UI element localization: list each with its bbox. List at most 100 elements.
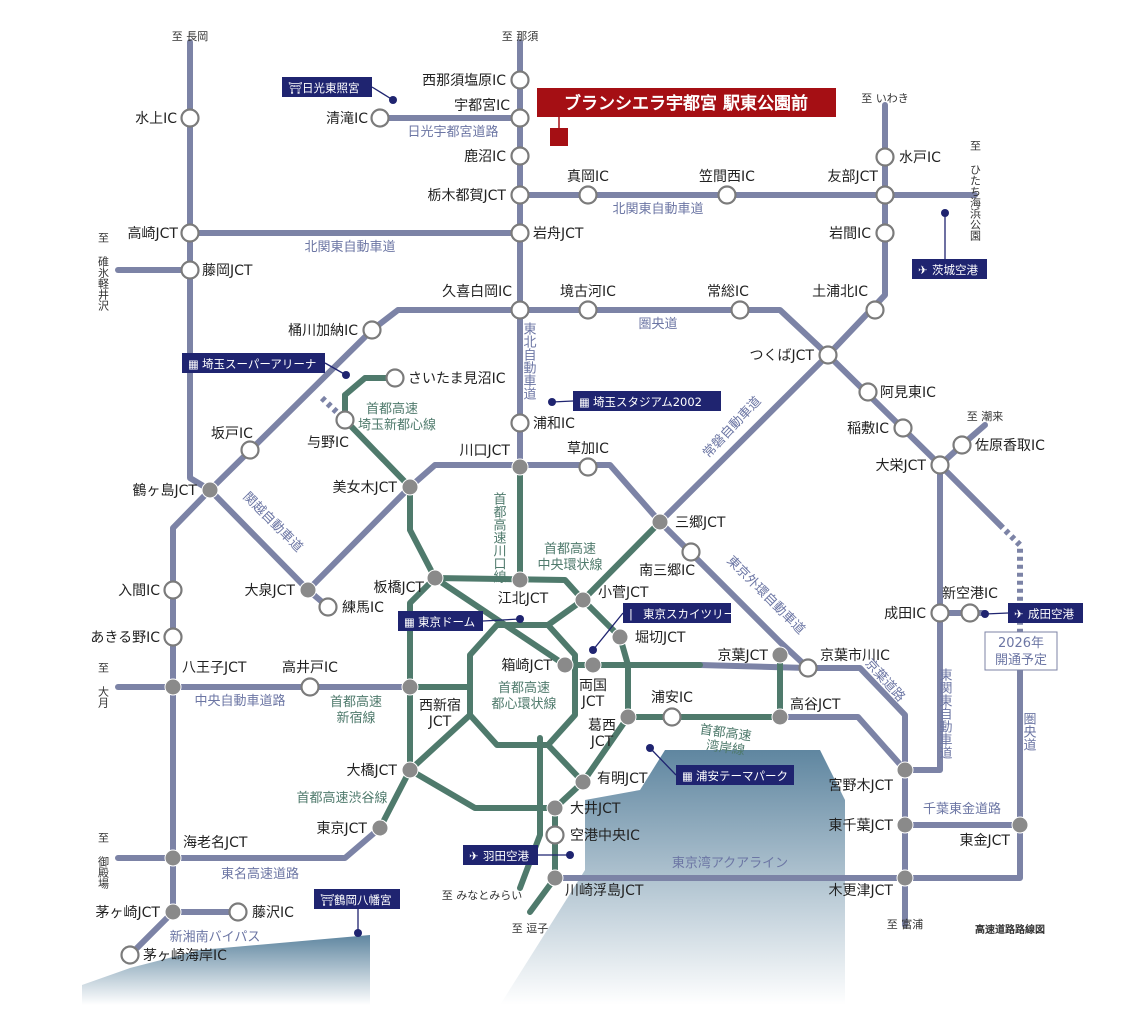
interchange-utsunomiya[interactable] [510,108,530,128]
interchange-okegawa[interactable] [362,320,382,340]
interchange-label-akiruno: あきる野IC [90,630,160,646]
interchange-kasai[interactable] [619,708,637,726]
landmark-themepark[interactable]: ▦浦安テーマパーク [646,744,794,785]
interchange-chigasaki[interactable] [164,903,182,921]
interchange-akiruno[interactable] [163,627,183,647]
interchange-itabashi[interactable] [426,569,444,587]
interchange-takaya[interactable] [771,708,789,726]
interchange-kasamanishi[interactable] [717,185,737,205]
landmark-haneda[interactable]: ✈羽田空港 [463,845,574,865]
kenodo-planned [997,522,1023,665]
interchange-iruma[interactable] [163,580,183,600]
landmark-skytree[interactable]: |東京スカイツリー [589,603,735,654]
road-name-nikko: 日光宇都宮道路 [407,124,498,140]
landmarks: ⛩日光東照宮▦埼玉スーパーアリーナ▦埼玉スタジアム2002▦東京ドーム|東京スカ… [182,77,1083,937]
tomei-expressway [115,825,383,861]
interchange-joso[interactable] [730,300,750,320]
interchange-higashichiba[interactable] [896,816,914,834]
interchange-togane[interactable] [1011,816,1029,834]
interchange-sakaikoga[interactable] [578,300,598,320]
interchange-minamimisato[interactable] [681,542,701,562]
interchange-ariake[interactable] [574,773,592,791]
interchange-takasaki[interactable] [180,223,200,243]
building-icon: ▦ [188,357,199,371]
interchange-horikiri[interactable] [611,628,629,646]
interchange-tomobe[interactable] [875,185,895,205]
interchange-kawaguchi[interactable] [511,458,529,476]
interchange-ami[interactable] [858,382,878,402]
interchange-kuki[interactable] [510,300,530,320]
ikebukuro-line [432,575,568,668]
interchange-label-moka: 真岡IC [567,169,609,185]
interchange-shinkuko[interactable] [960,603,980,623]
interchange-misato[interactable] [651,513,669,531]
interchange-sakado[interactable] [240,440,260,460]
interchange-takaido[interactable] [300,677,320,697]
interchange-soka[interactable] [578,457,598,477]
interchange-sawara[interactable] [952,435,972,455]
interchange-yono[interactable] [335,410,355,430]
interchange-kohoku[interactable] [511,571,529,589]
interchange-iwama[interactable] [875,223,895,243]
interchange-chigasakikaigan[interactable] [120,945,140,965]
interchange-urayasu[interactable] [662,707,682,727]
interchange-label-keiyo: 京葉JCT [718,648,769,664]
interchange-kosuge[interactable] [574,591,592,609]
interchanges [120,70,1029,965]
landmark-stadium[interactable]: ▦埼玉スタジアム2002 [548,391,721,411]
landmark-dome[interactable]: ▦東京ドーム [398,611,524,631]
property-marker[interactable]: ブランシエラ宇都宮 駅東公園前 [537,88,836,146]
interchange-tsukuba[interactable] [818,345,838,365]
interchange-oi[interactable] [546,799,564,817]
interchange-kiyotaki[interactable] [370,108,390,128]
interchange-oizumi[interactable] [299,581,317,599]
interchange-fujioka[interactable] [180,260,200,280]
interchange-hachioji[interactable] [164,678,182,696]
interchange-minakami[interactable] [180,108,200,128]
road-name-chuo: 中央自動車道路 [194,693,285,709]
interchange-tochigitsuga[interactable] [510,185,530,205]
interchange-bijogi[interactable] [401,478,419,496]
interchange-urawa[interactable] [510,413,530,433]
interchange-hakozaki[interactable] [556,656,574,674]
interchange-keiyo[interactable] [771,646,789,664]
interchange-ryogoku[interactable] [584,656,602,674]
interchange-tsuchiurakita[interactable] [865,300,885,320]
road-name-shinjuku: 新宿線 [336,710,375,726]
interchange-label-oi: 大井JCT [570,801,621,817]
interchange-fujisawa[interactable] [228,902,248,922]
interchange-tsurugashima[interactable] [201,481,219,499]
interchange-nishishinjuku[interactable] [401,678,419,696]
landmark-ibaraki[interactable]: ✈茨城空港 [912,209,987,279]
interchange-minuma[interactable] [385,368,405,388]
landmark-narita[interactable]: ✈成田空港 [981,603,1083,623]
landmark-toshogu[interactable]: ⛩日光東照宮 [282,77,397,104]
interchange-moka[interactable] [578,185,598,205]
interchange-label-sakado: 坂戸IC [211,426,253,442]
interchange-ohashi[interactable] [401,761,419,779]
interchange-kisarazu[interactable] [896,869,914,887]
landmark-name: 埼玉スタジアム2002 [593,395,702,409]
landmark-hachimangu[interactable]: ⛩鶴岡八幡宮 [314,889,400,937]
landmark-label-box [676,765,794,785]
interchange-ukishima[interactable] [546,869,564,887]
direction-zushi: 至 逗子 [512,922,549,935]
landmark-location-dot [566,851,574,859]
landmark-pointer [482,618,521,622]
interchange-narita[interactable] [930,603,950,623]
interchange-nishinasu[interactable] [510,70,530,90]
interchange-mito[interactable] [875,147,895,167]
interchange-inashiki[interactable] [893,418,913,438]
interchange-tokyo[interactable] [371,819,389,837]
interchange-iwafune[interactable] [510,223,530,243]
interchange-kukochuo[interactable] [545,825,565,845]
interchange-kanuma[interactable] [510,146,530,166]
interchange-miyanogi[interactable] [896,761,914,779]
interchange-ichikawa[interactable] [798,658,818,678]
interchange-ebina[interactable] [164,849,182,867]
landmark-arena[interactable]: ▦埼玉スーパーアリーナ [182,353,350,379]
interchange-label-shinkuko: 新空港IC [942,586,998,602]
interchange-nerima[interactable] [318,597,338,617]
airplane-icon: ✈ [469,849,479,863]
interchange-taiei[interactable] [930,455,950,475]
